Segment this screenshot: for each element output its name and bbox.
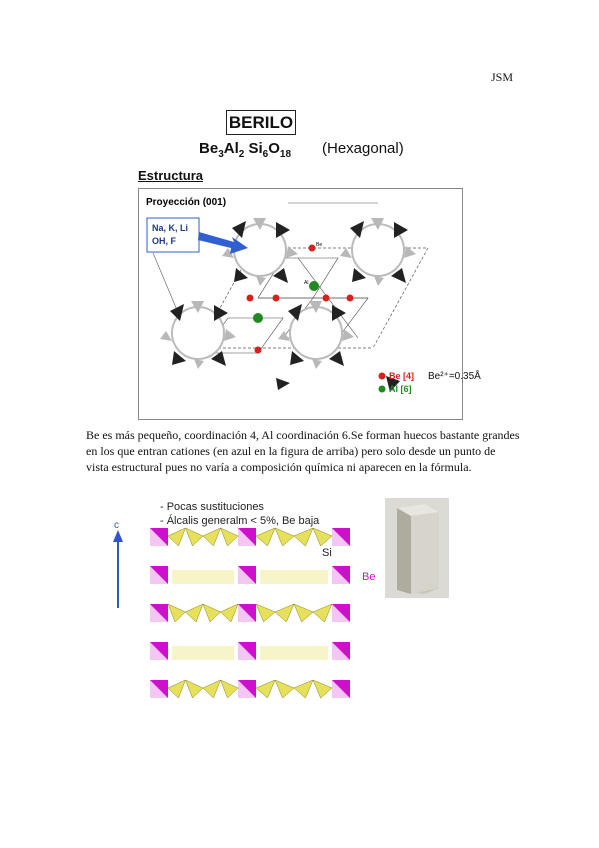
ring-top-right [340,218,416,286]
si-tetrahedron [312,527,333,547]
be-label: Be [362,571,375,583]
si-label: Si [322,547,332,559]
c-axis-arrow [113,530,123,608]
structure-projection-figure: Proyección (001) [138,188,463,420]
si-ring-edge-on [172,570,234,584]
be-tetrahedron-face [238,604,256,622]
be-tetrahedron-face [332,528,350,546]
crystal-system: (Hexagonal) [322,140,404,157]
si-tetrahedron [274,527,295,547]
si-tetrahedron [202,527,221,547]
be-radius-note: Be²⁺=0.35Å [428,371,481,382]
al-small-label: Al [304,280,308,286]
mineral-name: BERILO [226,110,296,135]
si-tetrahedron [220,603,239,623]
be-tetrahedron-face [150,604,168,622]
legend-al: Al [6] [389,384,412,394]
si-tetrahedron [185,679,204,699]
explanation-paragraph: Be es más pequeño, coordinación 4, Al co… [86,428,520,474]
be-small-label: Be [316,242,322,248]
be-tetrahedron-face [332,680,350,698]
projection-label: Proyección (001) [146,197,226,208]
channel-label-2: OH, F [152,236,177,246]
si-tetrahedron [167,527,186,547]
si-tetrahedron [274,603,295,623]
si-tetrahedron [167,603,186,623]
si-tetrahedron [220,527,239,547]
be-tetrahedron-face [150,566,168,584]
ring-bottom-left [160,301,236,369]
si-tetrahedron [220,679,239,699]
chemical-formula: Be3Al2 Si6O18 [199,140,292,160]
channel-label-1: Na, K, Li [152,223,188,233]
be-tetrahedron-face [238,528,256,546]
si-tetrahedra-rings [167,527,333,699]
be-tetrahedron-face [238,566,256,584]
note-1: - Pocas sustituciones [160,501,264,513]
si-ring-edge-on [260,570,328,584]
legend-be: Be [4] [389,371,414,381]
si-tetrahedron [293,679,314,699]
author-initials: JSM [491,70,514,84]
si-ring-edge-on [172,646,234,660]
si-tetrahedron [255,527,276,547]
si-ring-edge-on [260,646,328,660]
note-2: - Álcalis generalm < 5%, Be baja [160,515,320,527]
si-tetrahedron [202,603,221,623]
si-tetrahedron [312,679,333,699]
side-view-figure: c Si Be [113,520,375,699]
be-tetrahedron-face [332,604,350,622]
si-tetrahedron [293,603,314,623]
si-tetrahedron [167,679,186,699]
legend-al-marker [378,385,386,393]
substitution-notes: - Pocas sustituciones - Álcalis generalm… [160,500,319,528]
si-tetrahedron [255,679,276,699]
si-tetrahedron [185,527,204,547]
be-tetrahedra [150,528,350,698]
be-atoms [246,244,354,354]
be-tetrahedron-face [332,566,350,584]
beryl-crystal-photo [385,498,449,598]
si-tetrahedron [293,527,314,547]
si-tetrahedron [202,679,221,699]
be-tetrahedron-face [150,680,168,698]
ring-bottom-right [278,301,354,369]
legend-be-marker [378,372,386,380]
be-tetrahedron-face [238,642,256,660]
channel-label-box [146,217,200,253]
si-tetrahedron [255,603,276,623]
be-tetrahedron-face [150,528,168,546]
structure-heading: Estructura [138,168,204,183]
be-tetrahedron-face [332,642,350,660]
tetrahedra-right-edge [276,376,400,392]
c-axis-label: c [114,520,119,531]
be-tetrahedron-face [150,642,168,660]
al-atoms [253,281,319,323]
be-tetrahedron-face [238,680,256,698]
ring-top-center [222,218,298,286]
si-tetrahedron [185,603,204,623]
channel-arrow [198,232,248,254]
si-tetrahedron [274,679,295,699]
si-tetrahedron [312,603,333,623]
